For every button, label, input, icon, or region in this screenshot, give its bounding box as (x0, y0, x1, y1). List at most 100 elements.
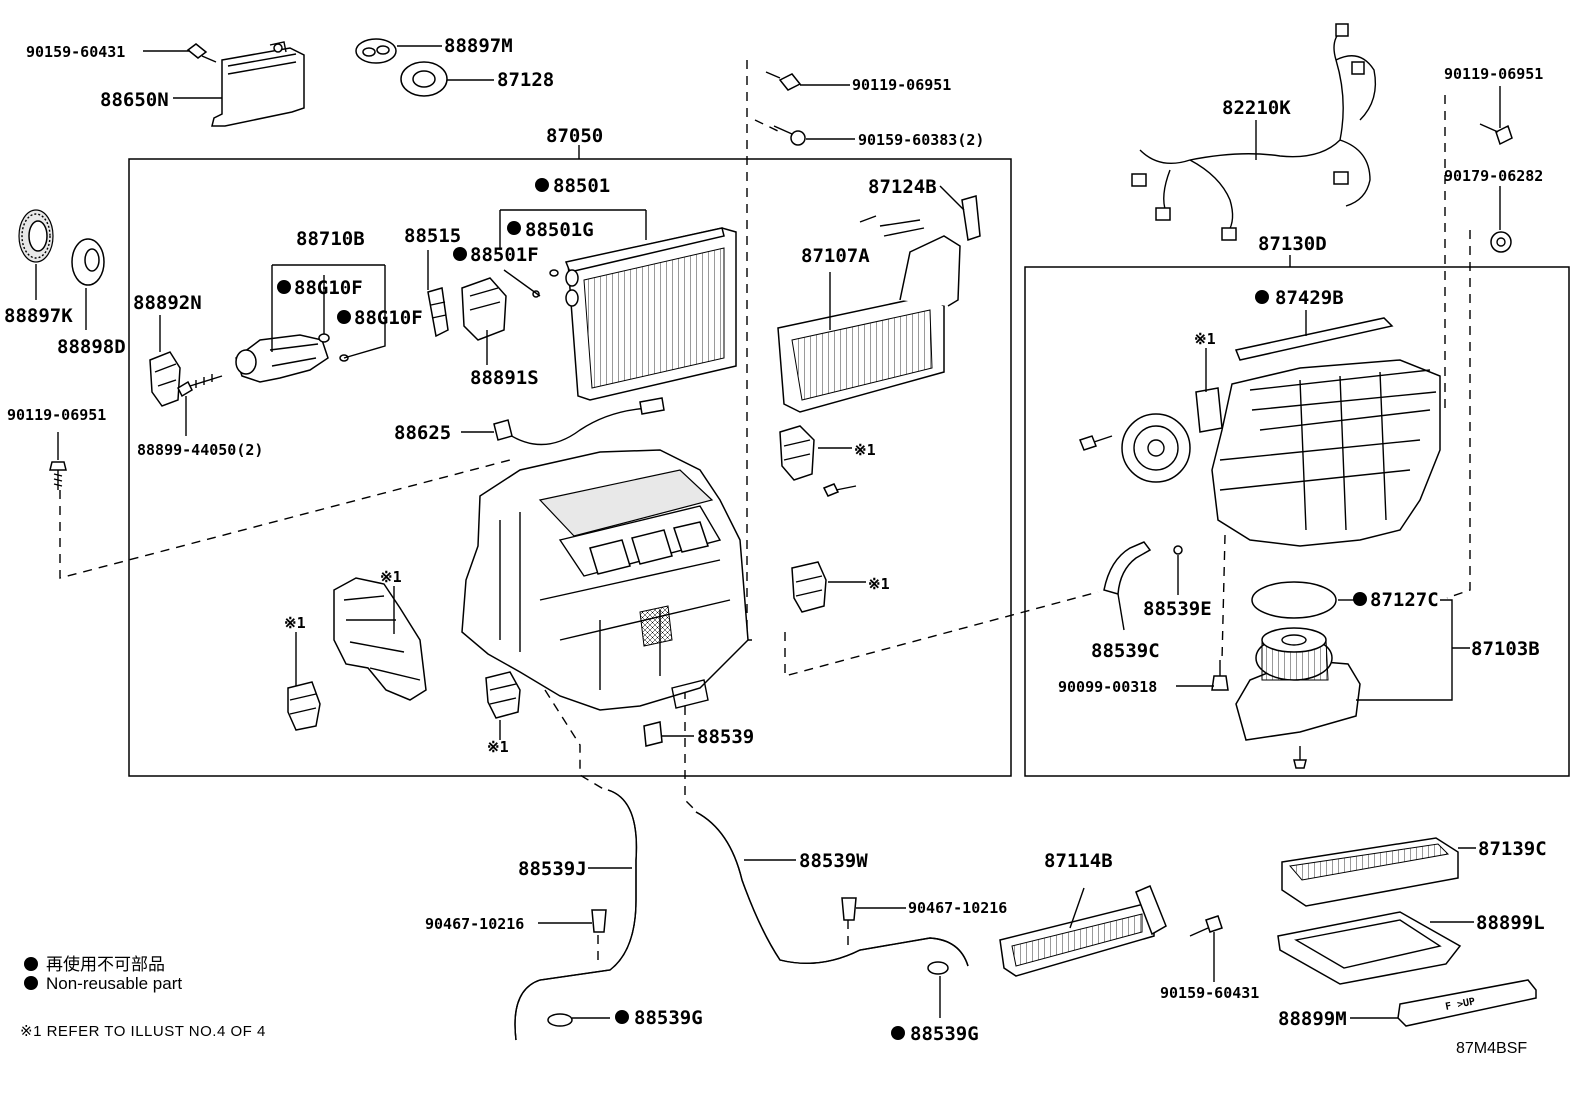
label-88539G-right[interactable]: 88539G (910, 1023, 979, 1045)
pipe-88539W[interactable] (695, 811, 969, 967)
label-90179-06282[interactable]: 90179-06282 (1444, 167, 1543, 185)
label-88501G[interactable]: 88501G (525, 219, 594, 241)
label-87103B[interactable]: 87103B (1471, 638, 1540, 660)
label-88897M[interactable]: 88897M (444, 35, 513, 57)
label-88897K[interactable]: 88897K (4, 305, 73, 327)
ptc-heater-87114B[interactable] (999, 885, 1167, 977)
label-88625[interactable]: 88625 (394, 422, 451, 444)
label-87114B[interactable]: 87114B (1044, 850, 1113, 872)
label-88539E[interactable]: 88539E (1143, 598, 1212, 620)
filter-tray-88899L[interactable] (1277, 911, 1462, 985)
expansion-valve-88710B[interactable] (235, 334, 329, 383)
actuator-ref-bottom[interactable] (485, 671, 521, 719)
label-88899-44050[interactable]: 88899-44050(2) (137, 441, 263, 459)
clip-90467-10216-left[interactable] (591, 909, 607, 933)
heater-core-87107A[interactable] (777, 215, 961, 413)
label-87139C[interactable]: 87139C (1478, 838, 1547, 860)
label-90159-60431-top[interactable]: 90159-60431 (26, 43, 125, 61)
sensor-wire-88625[interactable] (493, 397, 665, 446)
label-90099-00318[interactable]: 90099-00318 (1058, 678, 1157, 696)
screw-blower-bottom[interactable] (1293, 746, 1307, 769)
pipe-88539J[interactable] (514, 789, 638, 1041)
label-88539G-left[interactable]: 88539G (634, 1007, 703, 1029)
label-90119-06951-left[interactable]: 90119-06951 (7, 406, 106, 424)
label-88650N[interactable]: 88650N (100, 89, 169, 111)
blower-motor-87103B[interactable] (1235, 627, 1361, 741)
label-88710B[interactable]: 88710B (296, 228, 365, 250)
label-88515[interactable]: 88515 (404, 225, 461, 247)
actuator-ref-left-low[interactable] (287, 681, 321, 731)
o-ring-88501G[interactable] (549, 269, 559, 277)
label-88G10F-b[interactable]: 88G10F (354, 307, 423, 329)
screw-blower-left[interactable] (1079, 435, 1113, 451)
label-88539W[interactable]: 88539W (799, 850, 868, 872)
refer-illustration-note: ※1 REFER TO ILLUST NO.4 OF 4 (20, 1023, 266, 1040)
grommet-87128[interactable] (400, 61, 448, 97)
label-87050[interactable]: 87050 (546, 125, 603, 147)
bracket-88891S[interactable] (461, 277, 507, 341)
label-88899M[interactable]: 88899M (1278, 1008, 1347, 1030)
grommet-88539G-right[interactable] (927, 961, 949, 975)
seal-88898D[interactable] (71, 238, 105, 286)
label-88899L[interactable]: 88899L (1476, 912, 1545, 934)
label-88539C[interactable]: 88539C (1091, 640, 1160, 662)
screw-90119-06951-top[interactable] (765, 71, 802, 91)
actuator-88892N[interactable] (149, 351, 181, 407)
left-mode-housing[interactable] (333, 577, 427, 701)
label-82210K[interactable]: 82210K (1222, 97, 1291, 119)
screw-90159-60431-bottom[interactable] (1189, 915, 1223, 937)
clip-90467-10216-right[interactable] (841, 897, 857, 921)
non-reusable-dot-icon (24, 957, 38, 971)
label-87429B[interactable]: 87429B (1275, 287, 1344, 309)
blower-case-87130D[interactable] (1211, 359, 1441, 547)
label-88539[interactable]: 88539 (697, 726, 754, 748)
label-88892N[interactable]: 88892N (133, 292, 202, 314)
label-88898D[interactable]: 88898D (57, 336, 126, 358)
wire-harness-82210K[interactable] (1131, 23, 1377, 241)
label-90159-60431-bottom[interactable]: 90159-60431 (1160, 984, 1259, 1002)
label-87130D[interactable]: 87130D (1258, 233, 1327, 255)
evaporator-88501[interactable] (564, 227, 737, 401)
label-87128[interactable]: 87128 (497, 69, 554, 91)
control-module-88650N[interactable] (211, 41, 305, 127)
o-ring-88G10F-a[interactable] (318, 333, 330, 343)
label-88501F[interactable]: 88501F (470, 244, 539, 266)
label-88539J[interactable]: 88539J (518, 858, 587, 880)
actuator-ref-blower[interactable] (1195, 387, 1223, 433)
actuator-ref-center[interactable] (779, 425, 857, 497)
label-87127C[interactable]: 87127C (1370, 589, 1439, 611)
label-88891S[interactable]: 88891S (470, 367, 539, 389)
label-88G10F-a[interactable]: 88G10F (294, 277, 363, 299)
label-90159-60383[interactable]: 90159-60383(2) (858, 131, 984, 149)
seal-87429B[interactable] (1234, 317, 1394, 361)
screw-90119-06951-left[interactable] (49, 461, 67, 490)
hvac-case-87050[interactable] (461, 449, 749, 711)
screw-90159-60383[interactable] (773, 125, 806, 146)
filter-cover-88899M[interactable]: F >UP (1397, 979, 1537, 1027)
label-87107A[interactable]: 87107A (801, 245, 870, 267)
fan-shroud[interactable] (1121, 413, 1191, 483)
plug-88539E[interactable] (1173, 545, 1183, 555)
gasket-87127C[interactable] (1251, 581, 1337, 619)
legend-non-reusable-en: Non-reusable part (24, 974, 182, 994)
actuator-ref-right[interactable] (791, 561, 827, 613)
grommet-88539G-left[interactable] (547, 1013, 573, 1027)
label-90119-06951-right[interactable]: 90119-06951 (1444, 65, 1543, 83)
label-87124B[interactable]: 87124B (868, 176, 937, 198)
label-90467-10216-left[interactable]: 90467-10216 (425, 915, 524, 933)
drain-88539[interactable] (643, 721, 663, 747)
screw-90099-00318[interactable] (1211, 660, 1229, 691)
grommet-88897M[interactable] (355, 38, 397, 64)
screw-90119-06951-right[interactable] (1479, 123, 1513, 146)
nut-90179-06282[interactable] (1490, 231, 1512, 253)
screw-90159-60431-top[interactable] (186, 43, 217, 63)
hose-88539C[interactable] (1103, 541, 1152, 595)
clamp-87124B[interactable] (961, 195, 981, 241)
seal-ring-88897K[interactable] (18, 209, 54, 263)
screw-88899-44050[interactable] (177, 374, 223, 398)
thermistor-88515[interactable] (427, 287, 449, 338)
label-90467-10216-right[interactable]: 90467-10216 (908, 899, 1007, 917)
label-90119-06951-top[interactable]: 90119-06951 (852, 76, 951, 94)
cabin-filter-87139C[interactable] (1281, 837, 1459, 907)
label-88501[interactable]: 88501 (553, 175, 610, 197)
